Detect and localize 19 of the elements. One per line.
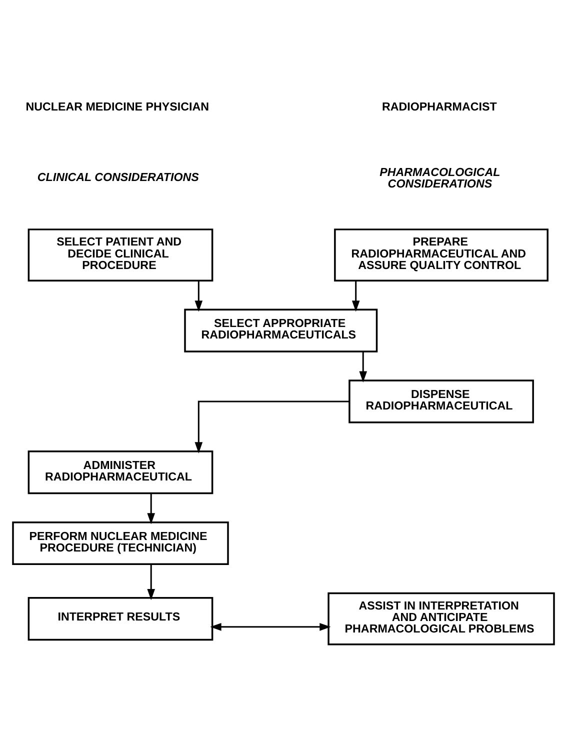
label: NUCLEAR MEDICINE PHYSICIAN <box>26 100 209 113</box>
label: RADIOPHARMACIST <box>382 100 497 113</box>
node-box: ADMINISTER RADIOPHARMACEUTICAL <box>28 450 214 494</box>
node-box: INTERPRET RESULTS <box>28 596 214 640</box>
node-box: DISPENSE RADIOPHARMACEUTICAL <box>348 379 534 423</box>
node-box: SELECT APPROPRIATE RADIOPHARMACEUTICALS <box>184 308 378 352</box>
node-box: PERFORM NUCLEAR MEDICINE PROCEDURE (TECHNICIAN) <box>12 520 229 565</box>
arrow <box>194 280 203 312</box>
arrow <box>147 564 156 600</box>
arrow <box>147 493 156 524</box>
arrow <box>194 400 350 453</box>
label: PHARMACOLOGICAL CONSIDERATIONS <box>380 165 500 190</box>
label: CLINICAL CONSIDERATIONS <box>37 170 199 184</box>
node-box: PREPARE RADIOPHARMACEUTICAL AND ASSURE QUALITY CONTROL <box>334 228 548 281</box>
arrow <box>352 280 360 312</box>
node-box: ASSIST IN INTERPRETATION AND ANTICIPATE PHARMACOLOGICAL PROBLEMS <box>328 592 555 645</box>
node-box: SELECT PATIENT AND DECIDE CLINICAL PROCEDURE <box>28 228 214 281</box>
arrow <box>359 351 368 382</box>
arrow <box>210 622 331 630</box>
